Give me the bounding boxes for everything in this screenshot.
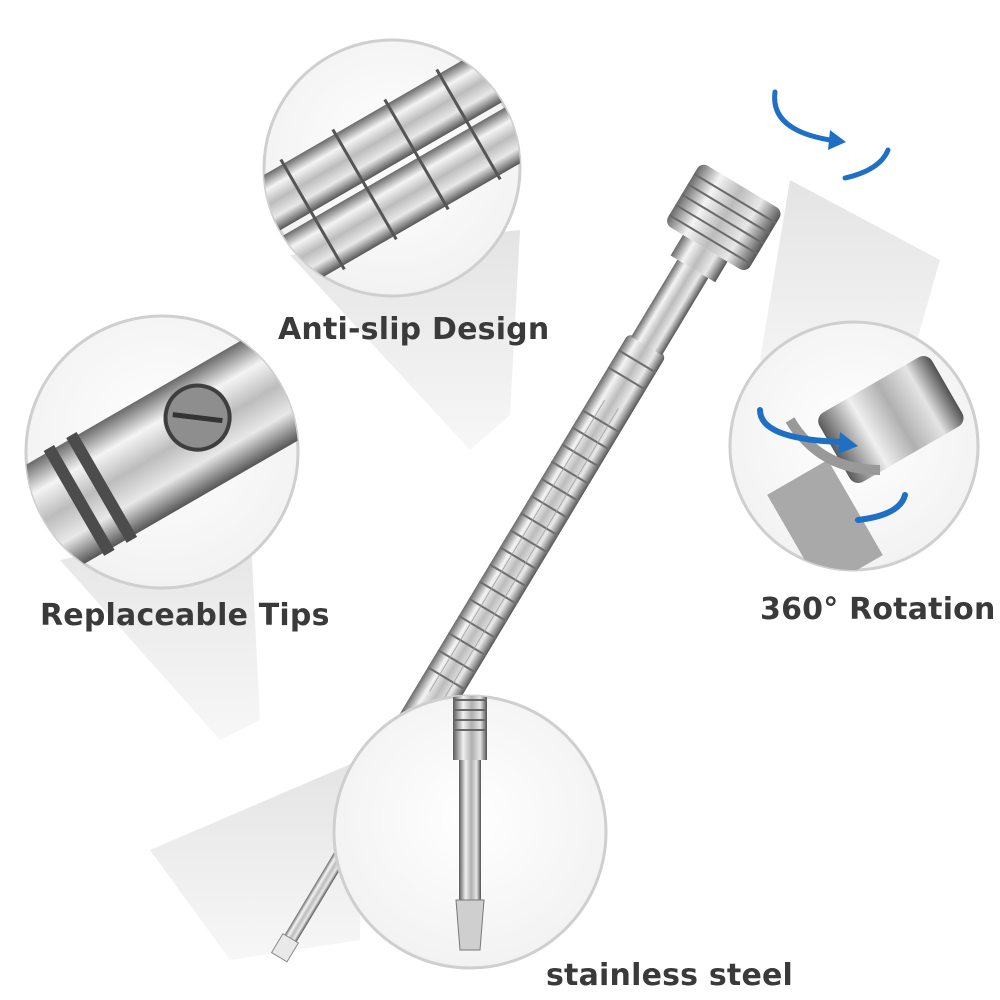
rotation-arrow-icon bbox=[757, 407, 908, 523]
rotation-arrow-icon bbox=[772, 89, 891, 181]
callout-rotation bbox=[728, 320, 980, 572]
callout-anti-slip bbox=[240, 38, 559, 298]
callout-stainless-steel bbox=[332, 694, 608, 970]
label-replaceable-tips: Replaceable Tips bbox=[40, 598, 330, 633]
label-anti-slip-design: Anti-slip Design bbox=[278, 312, 550, 347]
screwdriver bbox=[270, 164, 781, 963]
callout-replaceable-tips bbox=[0, 314, 337, 590]
label-stainless-steel: stainless steel bbox=[546, 958, 794, 993]
label-360-rotation: 360° Rotation bbox=[760, 592, 996, 627]
